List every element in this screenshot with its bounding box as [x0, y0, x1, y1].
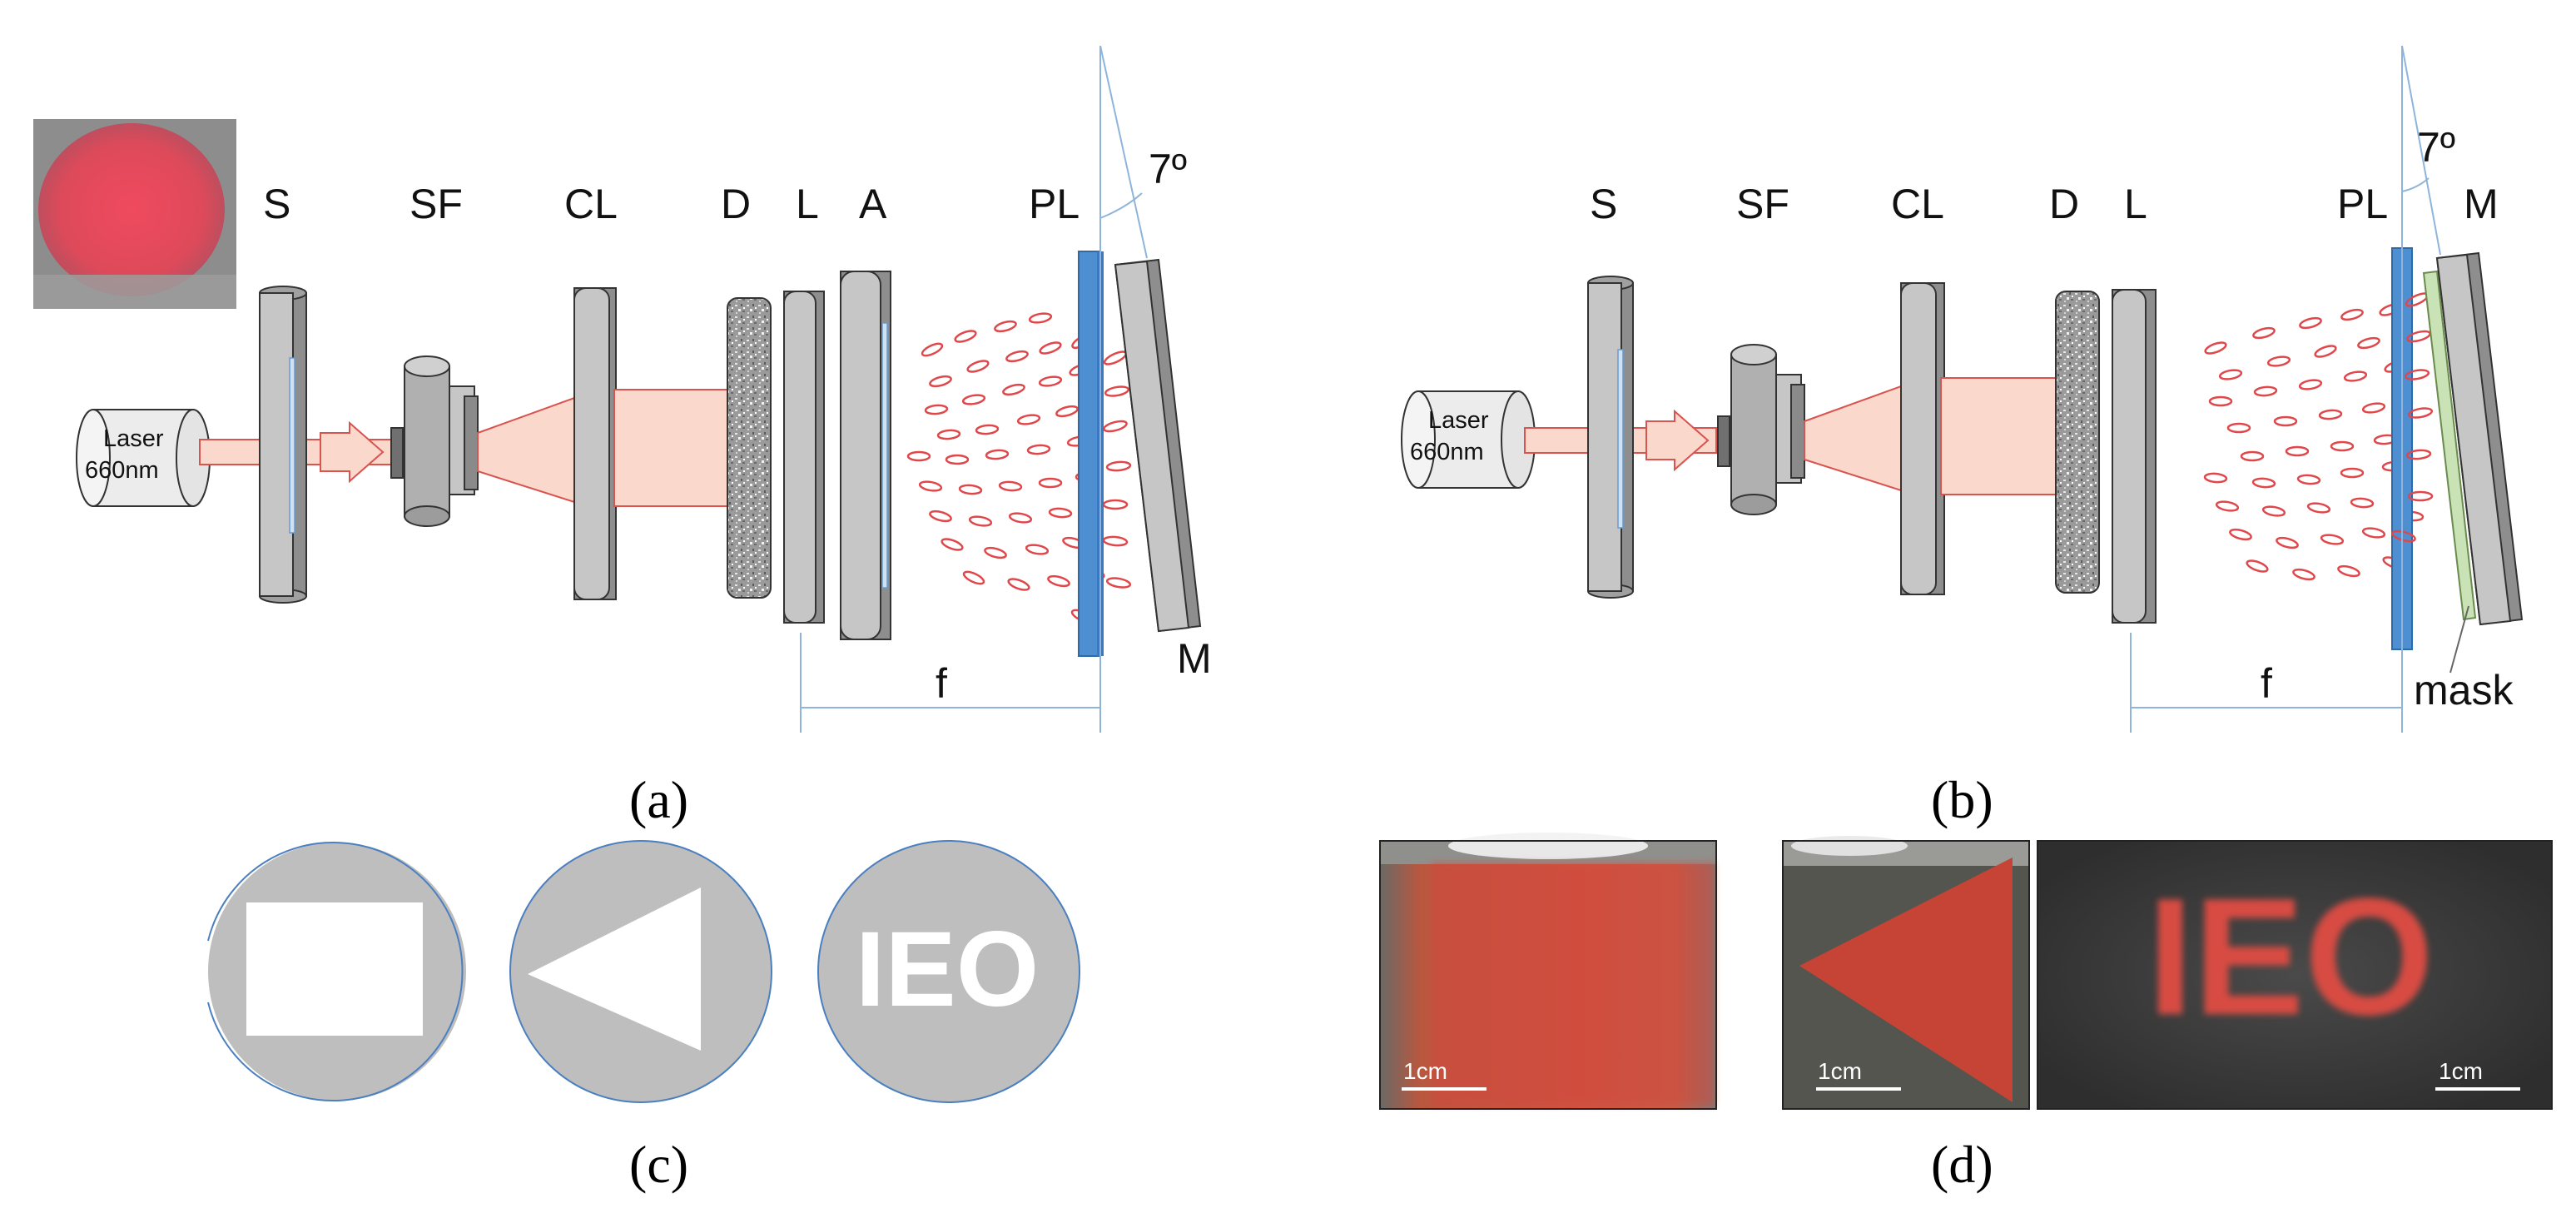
photo-ieo-result: IEO 1cm — [2037, 840, 2553, 1110]
label-sf-b: SF — [1736, 181, 1789, 227]
laser-label-b-line1: Laser — [1428, 407, 1489, 434]
mask-rectangle — [207, 842, 466, 1101]
panel-d: 1cm 1cm IEO 1cm (d) — [1379, 833, 2553, 1194]
element-a — [840, 271, 891, 640]
label-a: A — [859, 181, 887, 227]
photo-rectangle-result: 1cm — [1379, 833, 1717, 1110]
tilt-line — [1099, 45, 1148, 259]
label-sf: SF — [409, 181, 463, 227]
label-cl: CL — [564, 181, 618, 227]
label-l: L — [796, 181, 819, 227]
label-d-b: D — [2049, 181, 2079, 227]
tilt-line-b — [2401, 45, 2441, 256]
element-sf — [390, 355, 479, 527]
label-mask: mask — [2414, 667, 2514, 713]
element-sf-b — [1717, 344, 1805, 515]
mask-pointer — [2449, 605, 2469, 674]
mask-ieo: IEO — [817, 840, 1080, 1103]
panel-label-a: (a) — [629, 770, 688, 829]
laser-label-line2: 660nm — [85, 457, 159, 484]
element-m — [1114, 258, 1202, 633]
label-d: D — [721, 181, 751, 227]
mask-ieo-text: IEO — [856, 910, 1040, 1029]
element-m-b — [2435, 251, 2524, 626]
label-angle: 7º — [1149, 146, 1187, 192]
laser-source-b: Laser 660nm — [1401, 390, 1536, 489]
panel-label-d: (d) — [1931, 1135, 1993, 1194]
element-cl — [573, 287, 617, 600]
laser-label-line1: Laser — [103, 425, 164, 452]
label-m: M — [1177, 635, 1212, 682]
scale-bar-label-2: 1cm — [1818, 1058, 1862, 1084]
photo-ieo-text: IEO — [2147, 864, 2435, 1050]
label-pl: PL — [1029, 181, 1080, 227]
mask-layer — [2422, 270, 2477, 621]
photo-triangle-result: 1cm — [1782, 836, 2030, 1110]
beam-spot-photo — [33, 119, 236, 309]
scale-bar-label-1: 1cm — [1403, 1058, 1447, 1084]
label-m-b: M — [2464, 181, 2499, 227]
collimated-beam-b — [1940, 377, 2058, 495]
laser-source: Laser 660nm — [76, 409, 211, 507]
panel-label-b: (b) — [1931, 770, 1993, 829]
angle-arc-b — [2401, 177, 2430, 192]
mask-triangle — [509, 840, 772, 1103]
element-s-b — [1587, 276, 1634, 599]
element-d-diffuser-b — [2055, 291, 2100, 594]
panel-a: Laser 660nm — [33, 45, 1212, 829]
element-s — [259, 286, 307, 604]
laser-label-b-line2: 660nm — [1410, 439, 1484, 465]
element-l — [783, 291, 825, 624]
speckle-field-b — [2203, 303, 2425, 581]
panel-label-c: (c) — [629, 1135, 688, 1194]
element-cl-b — [1900, 282, 1945, 595]
panel-b: Laser 660nm — [1401, 45, 2524, 829]
label-focal: f — [936, 660, 947, 707]
angle-arc — [1099, 192, 1143, 219]
label-cl-b: CL — [1891, 181, 1944, 227]
label-s: S — [263, 181, 290, 227]
label-l-b: L — [2124, 181, 2147, 227]
panel-c: IEO (c) — [207, 840, 1080, 1194]
element-l-b — [2112, 289, 2157, 624]
beam-arrow — [320, 420, 385, 484]
collimated-beam — [613, 389, 730, 507]
label-pl-b: PL — [2337, 181, 2388, 227]
beam-arrow-b — [1645, 409, 1710, 472]
scale-bar-label-3: 1cm — [2439, 1058, 2483, 1084]
label-angle-b: 7º — [2417, 124, 2455, 171]
element-d-diffuser — [727, 297, 772, 599]
label-focal-b: f — [2261, 660, 2272, 707]
label-s-b: S — [1590, 181, 1617, 227]
